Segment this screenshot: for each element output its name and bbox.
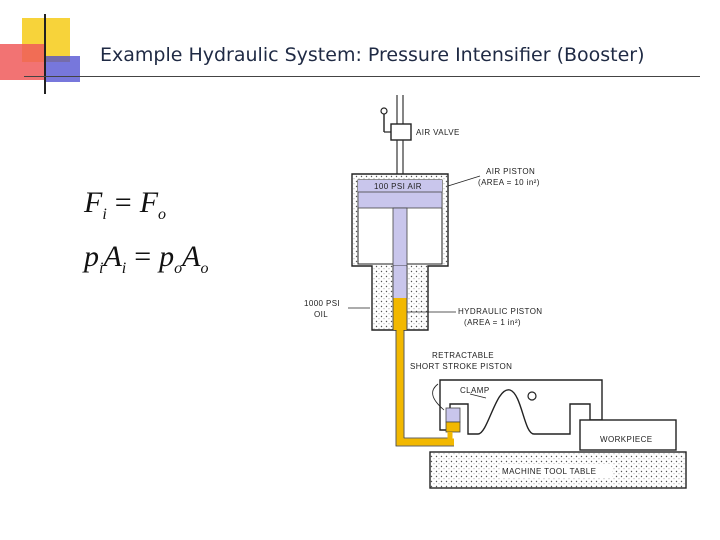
oil-label: OIL bbox=[314, 310, 328, 319]
deco-red-square bbox=[0, 44, 44, 80]
eq2-t2: A bbox=[103, 240, 122, 273]
air-piston-leader bbox=[447, 175, 481, 187]
hydraulic-piston bbox=[393, 266, 407, 298]
psi-air-label: 100 PSI AIR bbox=[374, 182, 422, 191]
deco-horizontal-line bbox=[24, 76, 700, 77]
oil-line-outline-outer bbox=[395, 330, 454, 447]
eq2-t3: p bbox=[159, 240, 175, 273]
valve-knob-icon bbox=[380, 107, 388, 115]
workpiece-label: WORKPIECE bbox=[600, 435, 653, 444]
eq2-t2-sub: i bbox=[121, 260, 127, 277]
pressure-area-equation: piAi=poAo bbox=[84, 240, 208, 278]
oil-column bbox=[393, 298, 407, 330]
eq1-rhs: F bbox=[139, 186, 159, 219]
clamp-pivot-icon bbox=[527, 391, 537, 401]
eq2-op: = bbox=[134, 240, 152, 273]
workpiece bbox=[579, 419, 677, 451]
oil-line-outline-inner bbox=[403, 330, 450, 439]
eq1-lhs-sub: i bbox=[102, 206, 107, 223]
eq2-t3-sub: o bbox=[174, 260, 183, 277]
retractable-piston bbox=[445, 407, 461, 423]
intensifier-diagram: AIR VALVE 100 PSI AIR AIR PISTON (AREA =… bbox=[304, 95, 687, 489]
eq2-t4-sub: o bbox=[200, 260, 209, 277]
table-label: MACHINE TOOL TABLE bbox=[502, 467, 596, 476]
short-stroke-label: SHORT STROKE PISTON bbox=[410, 362, 512, 371]
clamp-label: CLAMP bbox=[460, 386, 490, 395]
eq2-t4: A bbox=[182, 240, 201, 273]
force-equation: Fi=Fo bbox=[84, 186, 166, 224]
hydraulic-piston-area: (AREA = 1 in²) bbox=[464, 318, 521, 327]
eq2-t1-sub: i bbox=[99, 260, 104, 277]
air-pressure-region bbox=[358, 180, 442, 192]
clamp-leader bbox=[469, 393, 487, 399]
air-piston-area: (AREA = 10 in²) bbox=[478, 178, 540, 187]
retractable-oil bbox=[445, 421, 461, 433]
air-piston-label: AIR PISTON bbox=[486, 167, 535, 176]
retractable-label: RETRACTABLE bbox=[432, 351, 494, 360]
oil-line bbox=[396, 330, 454, 446]
hydraulic-piston-label: HYDRAULIC PISTON bbox=[458, 307, 543, 316]
air-valve bbox=[390, 123, 412, 141]
page-title: Example Hydraulic System: Pressure Inten… bbox=[100, 44, 645, 66]
eq1-op: = bbox=[114, 186, 132, 219]
deco-blue-square bbox=[44, 56, 80, 82]
eq2-t1: p bbox=[84, 240, 99, 273]
clamp-fixture bbox=[439, 379, 603, 435]
eq1-rhs-sub: o bbox=[158, 206, 167, 223]
eq1-lhs: F bbox=[84, 186, 103, 219]
oil-pressure-label: 1000 PSI bbox=[304, 299, 340, 308]
air-valve-label: AIR VALVE bbox=[416, 128, 460, 137]
deco-vertical-line bbox=[44, 14, 46, 94]
table-label-bg bbox=[500, 464, 612, 478]
air-piston bbox=[357, 191, 443, 209]
retractable-leader bbox=[432, 383, 445, 411]
